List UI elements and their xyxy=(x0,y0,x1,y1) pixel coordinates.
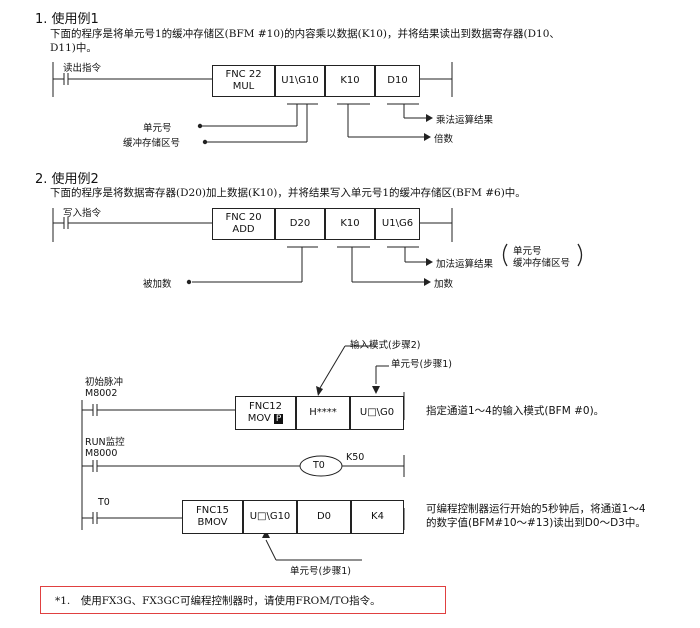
example3-rung1-note: 指定通道1～4的输入模式(BFM #0)。 xyxy=(426,405,605,417)
footnote-text: *1. 使用FX3G、FX3GC可编程控制器时，请使用FROM/TO指令。 xyxy=(55,595,381,607)
example3-rung3-operand2: D0 xyxy=(297,500,351,534)
example1-operand1: U1\G10 xyxy=(275,65,325,97)
pulse-badge: P xyxy=(273,414,284,424)
example2-label-addend: 加数 xyxy=(434,279,454,290)
example3-rung2-timer: T0 xyxy=(313,460,325,471)
example2-heading: 2. 使用例2 xyxy=(35,172,99,187)
example1-label-result: 乘法运算结果 xyxy=(436,115,494,126)
example2-instr-name: ADD xyxy=(232,224,255,235)
example3-rung3-note-line2: 的数字值(BFM#10～#13)读出到D0～D3中。 xyxy=(426,517,646,529)
example2-operand1: D20 xyxy=(275,208,325,240)
example3-label-unit-step1-bottom: 单元号(步骤1) xyxy=(290,566,351,577)
example1-desc-line1: 下面的程序是将单元号1的缓冲存储区(BFM #10)的内容乘以数据(K10)，并… xyxy=(50,28,560,40)
example1-instr-fnc: FNC 22 xyxy=(225,69,262,80)
example2-operand2: K10 xyxy=(325,208,375,240)
example2-contact-label: 写入指令 xyxy=(63,208,102,219)
example3-rung3-operand1: U□\G10 xyxy=(243,500,297,534)
example1-label-multiplier: 倍数 xyxy=(434,134,454,145)
example1-desc-line2: D11)中。 xyxy=(50,42,97,54)
example2-label-buffer: 缓冲存储区号 xyxy=(513,258,571,269)
example2-instr-fnc: FNC 20 xyxy=(225,212,262,223)
example1-instr-name: MUL xyxy=(232,81,255,92)
example3-rung1-device: M8002 xyxy=(85,388,118,399)
example3-rung1-operand2: U□\G0 xyxy=(350,396,404,430)
example3-rung3-operand3: K4 xyxy=(351,500,404,534)
example2-desc-line1: 下面的程序是将数据寄存器(D20)加上数据(K10)，并将结果写入单元号1的缓冲… xyxy=(50,187,526,199)
example3-rung3-instruction-box: FNC15 BMOV xyxy=(182,500,243,534)
example1-label-buffer: 缓冲存储区号 xyxy=(123,138,181,149)
example1-label-unit: 单元号 xyxy=(143,123,172,134)
example1-heading: 1. 使用例1 xyxy=(35,12,99,27)
example3-label-input-mode: 输入模式(步骤2) xyxy=(350,340,421,351)
example1-contact-label: 读出指令 xyxy=(63,63,102,74)
example3-rung1-label: 初始脉冲 xyxy=(85,377,124,388)
example3-rung2-device: M8000 xyxy=(85,448,118,459)
example1-instruction-box: FNC 22 MUL xyxy=(212,65,275,97)
example3-rung2-constant: K50 xyxy=(346,452,365,463)
example3-rung1-fnc: FNC12 xyxy=(249,401,282,412)
example3-rung2-label: RUN监控 xyxy=(85,437,125,448)
example3-rung3-fnc: FNC15 xyxy=(196,505,229,516)
example2-label-augend: 被加数 xyxy=(143,279,172,290)
example2-label-unit: 单元号 xyxy=(513,246,542,257)
example3-label-unit-step1: 单元号(步骤1) xyxy=(391,359,452,370)
example1-operand2: K10 xyxy=(325,65,375,97)
example3-rung3-note-line1: 可编程控制器运行开始的5秒钟后，将通道1～4 xyxy=(426,503,646,515)
footnote-box: *1. 使用FX3G、FX3GC可编程控制器时，请使用FROM/TO指令。 xyxy=(40,586,446,614)
example3-rung3-label: T0 xyxy=(98,497,110,508)
example2-label-result: 加法运算结果 xyxy=(436,259,494,270)
example2-instruction-box: FNC 20 ADD xyxy=(212,208,275,240)
example3-rung1-operand1: H**** xyxy=(296,396,350,430)
example1-operand3: D10 xyxy=(375,65,420,97)
example2-operand3: U1\G6 xyxy=(375,208,420,240)
example3-rung3-name: BMOV xyxy=(197,517,228,528)
